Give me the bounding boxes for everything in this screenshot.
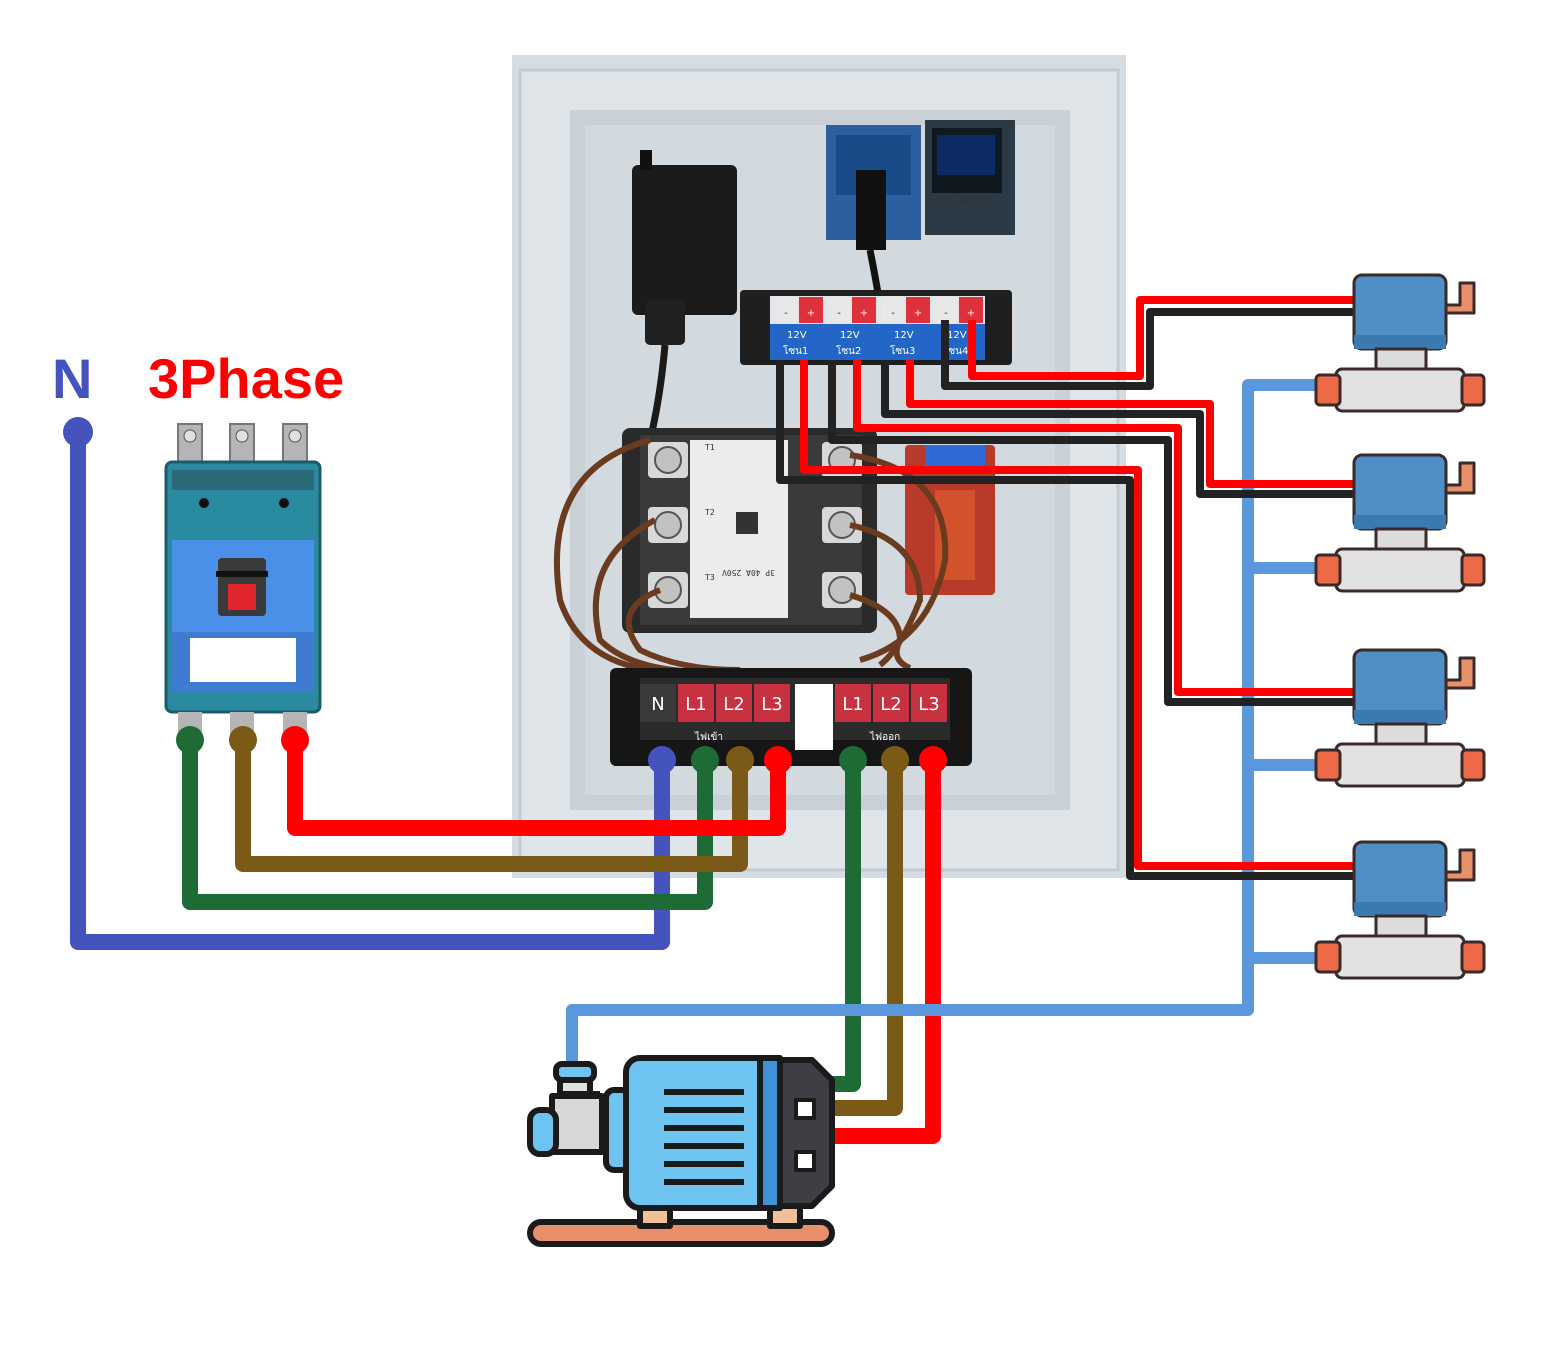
zone4-neg <box>941 308 1360 390</box>
circuit-breaker-icon <box>164 423 322 754</box>
terminal-cell <box>873 684 909 722</box>
zone3-pos <box>906 360 1360 488</box>
terminal-dot <box>648 746 676 774</box>
contactor-right-label: L1 <box>795 443 805 452</box>
terminal-label: L3 <box>918 694 939 715</box>
solenoid-valve-icon <box>1314 840 1486 980</box>
contactor-left-label: T3 <box>705 573 715 582</box>
neutral-label: N <box>52 347 92 410</box>
l3-supply-wire <box>287 740 786 836</box>
dc-neg-terminal <box>882 297 904 323</box>
power-adapter <box>632 150 737 441</box>
water-pump-motor-icon <box>527 1055 835 1247</box>
dc-voltage-label: 12V <box>840 330 860 341</box>
dc-zone-label: โซน3 <box>890 344 915 357</box>
zone3-neg <box>881 360 1360 498</box>
dc-pos-terminal <box>799 297 823 323</box>
dc-neg-label: - <box>944 308 948 319</box>
terminal-dot <box>764 746 792 774</box>
terminal-dot <box>919 746 947 774</box>
ac-terminals: N L1 L2 L3 L1 L2 L3 <box>640 684 947 722</box>
dc-neg-terminal <box>828 297 850 323</box>
dc-neg-label: - <box>837 308 841 319</box>
terminal-label: N <box>651 694 664 715</box>
terminal-dot <box>839 746 867 774</box>
l2-motor-wire <box>830 760 903 1116</box>
zone1-pos <box>800 360 1360 870</box>
dc-pos-label: + <box>860 308 868 319</box>
l3-motor-wire <box>830 760 941 1144</box>
dc-voltage-label: 12V <box>947 330 967 341</box>
three-phase-label: 3Phase <box>148 347 344 410</box>
ac-supply-wiring <box>70 432 786 950</box>
terminal-cell <box>911 684 947 722</box>
neutral-terminal-dot <box>63 417 93 447</box>
ac-motor-wiring <box>830 760 941 1144</box>
dc-pos-terminal <box>852 297 876 323</box>
output-caption: ไฟออก <box>869 731 900 743</box>
dc-channel-labels: - +12V โซน1 - +12V โซน2 - +12V โซน3 - +12V โซน4 <box>775 297 983 357</box>
dc-zone-label: โซน1 <box>783 344 808 357</box>
terminal-dot <box>881 746 909 774</box>
terminal-label: L1 <box>685 694 706 715</box>
terminal-dot <box>691 746 719 774</box>
dc-zone-label: โซน2 <box>836 344 861 357</box>
dc-voltage-label: 12V <box>894 330 914 341</box>
zone1-neg <box>776 360 1360 880</box>
dc-neg-terminal <box>935 297 957 323</box>
l2-supply-wire <box>235 740 748 872</box>
oled-shield-label: OLED Shield <box>935 196 988 205</box>
dc-neg-label: - <box>784 308 788 319</box>
contactor-left-label: T1 <box>705 443 715 452</box>
terminal-cell <box>640 684 676 722</box>
solenoid-valve-icon <box>1314 453 1486 593</box>
dc-zone-wiring <box>776 296 1360 880</box>
water-pipe <box>566 379 1320 1075</box>
terminal-cell <box>716 684 752 722</box>
terminal-label: L2 <box>880 694 901 715</box>
zone2-neg <box>828 360 1360 706</box>
dc-zone-label: โซน4 <box>943 344 968 357</box>
dc-pos-label: + <box>967 308 975 319</box>
valve-group <box>1314 273 1486 980</box>
solenoid-valve-icon <box>1314 273 1486 413</box>
screw-icon <box>654 446 682 474</box>
contactor-left-label: T2 <box>705 508 715 517</box>
solenoid-valve-icon <box>1314 648 1486 788</box>
contactor-rating: 3P 40A 250V <box>722 568 775 577</box>
contactor-right-label: L2 <box>795 508 805 517</box>
dc-pos-terminal <box>959 297 983 323</box>
controller-board: OLED Shield <box>826 120 1015 341</box>
neutral-wire <box>70 432 670 950</box>
dc-pos-terminal <box>906 297 930 323</box>
contactor-right-label: L3 <box>795 573 805 582</box>
terminal-dots <box>648 746 947 774</box>
input-caption: ไฟเข้า <box>694 731 723 743</box>
zone4-pos <box>968 296 1360 380</box>
screw-icon <box>828 576 856 604</box>
terminal-cell <box>835 684 871 722</box>
terminal-cell <box>678 684 714 722</box>
zone2-pos <box>853 360 1360 696</box>
terminal-dot <box>726 746 754 774</box>
screw-icon <box>654 511 682 539</box>
l1-motor-wire <box>830 760 861 1092</box>
terminal-label: L3 <box>761 694 782 715</box>
terminal-label: L2 <box>723 694 744 715</box>
terminal-label: L1 <box>842 694 863 715</box>
terminal-cell <box>754 684 790 722</box>
dc-voltage-label: 12V <box>787 330 807 341</box>
dc-neg-terminal <box>775 297 797 323</box>
dc-neg-label: - <box>891 308 895 319</box>
dc-pos-label: + <box>807 308 815 319</box>
dc-pos-label: + <box>914 308 922 319</box>
